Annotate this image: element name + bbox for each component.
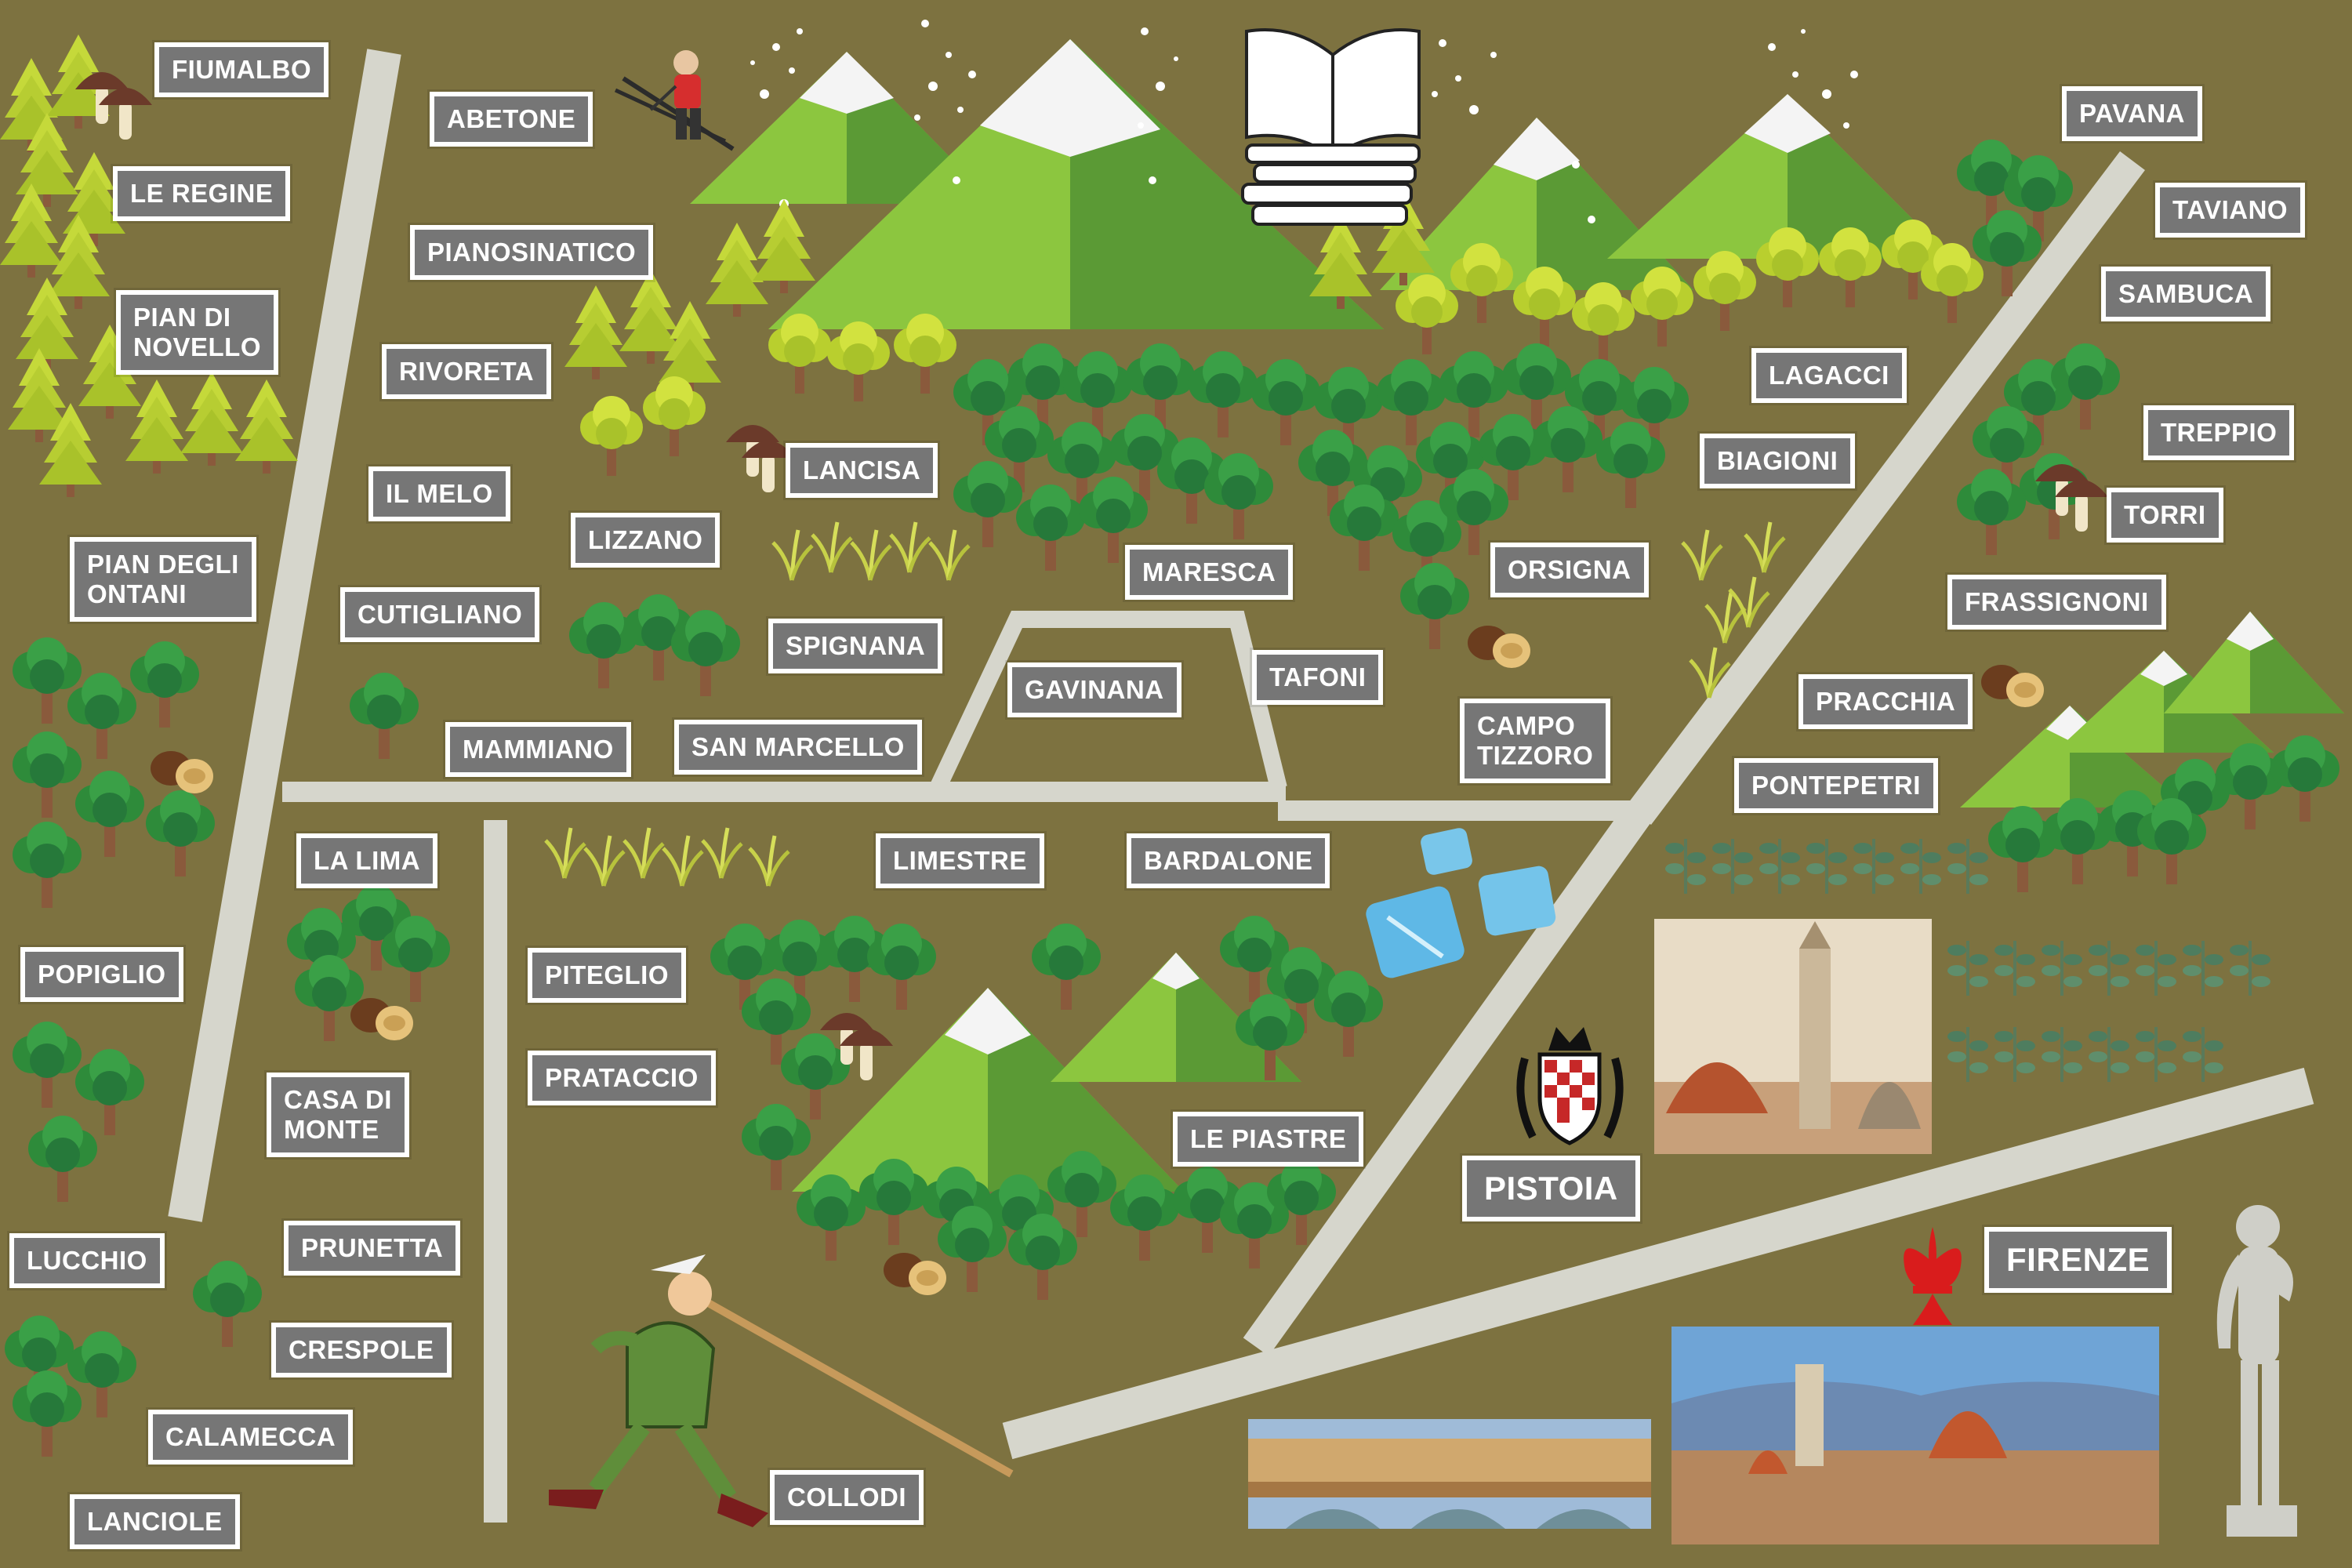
place-label-pracchia[interactable]: PRACCHIA [1798,674,1973,729]
ponte-vecchio-picture [1248,1419,1651,1529]
pistoia-coat-of-arms-icon [1516,1027,1624,1145]
snow [750,20,1858,223]
place-label-lucchio[interactable]: LUCCHIO [9,1233,165,1288]
pinocchio-icon [549,1254,1014,1527]
pistoia-old-view-picture [1654,919,1932,1154]
skier-icon [614,50,735,151]
place-label-prunetta[interactable]: PRUNETTA [284,1221,461,1276]
place-label-rivoreta[interactable]: RIVORETA [382,344,552,399]
place-label-pian-di-novello[interactable]: PIAN DI NOVELLO [116,290,279,375]
place-label-casa-di-monte[interactable]: CASA DI MONTE [267,1073,409,1157]
place-label-le-regine[interactable]: LE REGINE [113,166,291,221]
place-label-popiglio[interactable]: POPIGLIO [20,947,183,1002]
place-label-firenze[interactable]: FIRENZE [1984,1227,2172,1294]
place-label-collodi[interactable]: COLLODI [770,1470,924,1525]
place-label-lancisa[interactable]: LANCISA [786,443,938,498]
place-label-sambuca[interactable]: SAMBUCA [2101,267,2271,321]
place-label-la-lima[interactable]: LA LIMA [296,833,438,888]
place-label-campo-tizzoro[interactable]: CAMPO TIZZORO [1460,699,1611,783]
place-label-limestre[interactable]: LIMESTRE [876,833,1044,888]
place-label-il-melo[interactable]: IL MELO [368,466,510,521]
place-label-gavinana[interactable]: GAVINANA [1007,662,1181,717]
place-label-san-marcello[interactable]: SAN MARCELLO [674,720,922,775]
place-label-mammiano[interactable]: MAMMIANO [445,722,631,777]
place-label-abetone[interactable]: ABETONE [430,92,593,147]
place-label-lanciole[interactable]: LANCIOLE [70,1494,240,1549]
place-label-treppio[interactable]: TREPPIO [2143,405,2295,460]
place-label-frassignoni[interactable]: FRASSIGNONI [1947,575,2166,630]
mountains-right [1960,612,2344,808]
ice-block-icon [1366,828,1556,978]
mountains-center [792,953,1301,1192]
roads [168,49,2314,1523]
place-label-prataccio[interactable]: PRATACCIO [528,1051,716,1105]
florence-lily-icon [1904,1227,1962,1325]
florence-panorama-picture [1671,1327,2159,1544]
place-label-biagioni[interactable]: BIAGIONI [1700,434,1856,488]
place-label-crespole[interactable]: CRESPOLE [271,1323,452,1377]
place-label-orsigna[interactable]: ORSIGNA [1490,543,1649,597]
place-label-cutigliano[interactable]: CUTIGLIANO [340,587,540,642]
place-label-taviano[interactable]: TAVIANO [2155,183,2306,238]
place-label-bardalone[interactable]: BARDALONE [1127,833,1330,888]
place-label-lizzano[interactable]: LIZZANO [571,513,720,568]
mountains-top [690,39,1952,329]
place-label-pavana[interactable]: PAVANA [2062,86,2202,141]
place-label-piteglio[interactable]: PITEGLIO [528,948,687,1003]
place-label-fiumalbo[interactable]: FIUMALBO [154,42,329,97]
place-label-maresca[interactable]: MARESCA [1125,545,1294,600]
place-label-le-piastre[interactable]: LE PIASTRE [1173,1112,1364,1167]
place-label-tafoni[interactable]: TAFONI [1252,650,1384,705]
place-label-pontepetri[interactable]: PONTEPETRI [1734,758,1938,813]
place-label-pian-degli-ontani[interactable]: PIAN DEGLI ONTANI [70,537,256,622]
place-label-torri[interactable]: TORRI [2107,488,2223,543]
open-book-icon [1241,28,1421,226]
place-label-lagacci[interactable]: LAGACCI [1751,348,1907,403]
place-label-pistoia[interactable]: PISTOIA [1462,1156,1640,1222]
place-label-spignana[interactable]: SPIGNANA [768,619,943,673]
david-statue-icon [2216,1205,2297,1537]
place-label-calamecca[interactable]: CALAMECCA [148,1410,354,1465]
place-label-pianosinatico[interactable]: PIANOSINATICO [410,225,654,280]
